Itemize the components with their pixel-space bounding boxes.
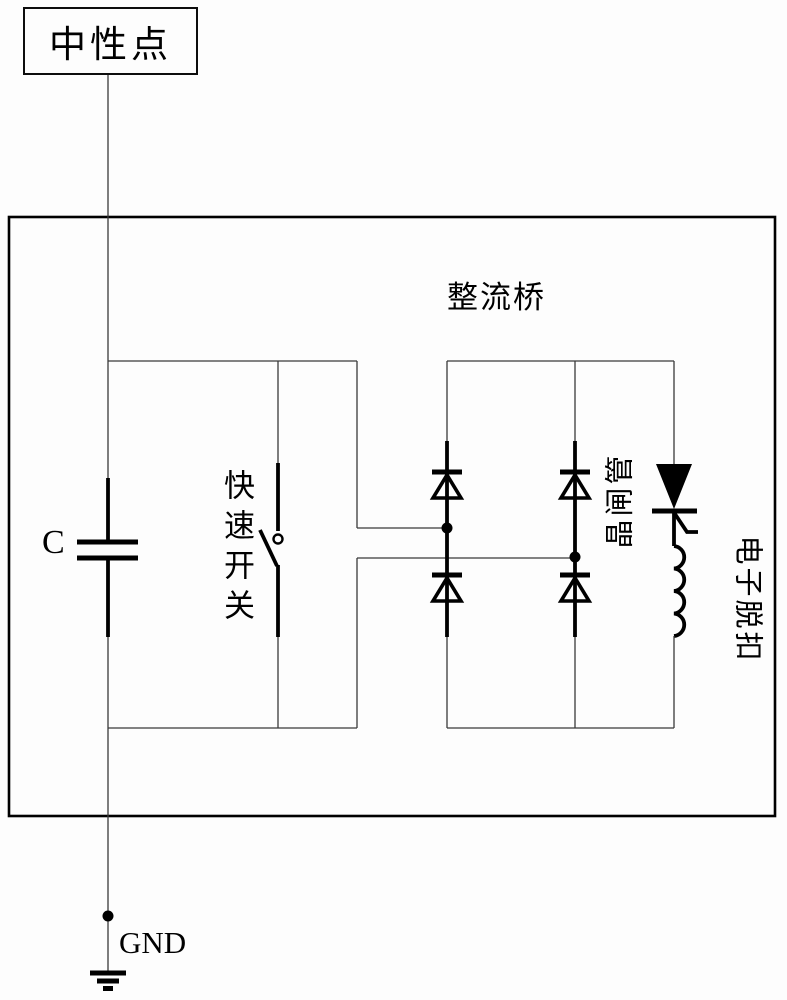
bridge-tap-lines [357, 527, 575, 559]
neutral-point-label: 中性点 [49, 25, 172, 66]
fast-switch-symbol [258, 361, 284, 728]
rectifier-bridge-label: 整流桥 [447, 280, 546, 315]
thyristor-label: 晶闸管 [604, 452, 637, 549]
switch-contact-circle [272, 533, 284, 545]
diode-lower-middle [557, 572, 593, 603]
junction-dot-left [441, 522, 453, 534]
neutral-point-box: 中性点 [23, 7, 198, 75]
thyristor-gate [673, 512, 698, 534]
ground-label: GND [119, 925, 187, 960]
switch-blade [258, 529, 279, 567]
rectifier-bridge-box [447, 360, 674, 729]
bridge-middle-leg [557, 361, 593, 728]
diode-upper-middle [557, 469, 593, 500]
bridge-left-leg [429, 361, 465, 728]
diode-lower-left [429, 572, 465, 603]
bridge-right-leg [652, 361, 698, 728]
outer-enclosure-box [7, 215, 777, 818]
fast-switch-label: 快速开关 [219, 469, 254, 629]
junction-dot-ground [102, 910, 114, 922]
switch-loop-box [108, 360, 358, 729]
junction-dot-middle [569, 551, 581, 563]
thyristor-symbol [652, 464, 698, 546]
electronic-trip-label: 电子脱扣 [731, 535, 764, 664]
capacitor-label: C [42, 524, 65, 561]
diode-upper-left [429, 469, 465, 500]
capacitor-symbol [77, 478, 138, 637]
trip-coil-symbol [673, 544, 687, 638]
ground-symbol [90, 910, 126, 991]
